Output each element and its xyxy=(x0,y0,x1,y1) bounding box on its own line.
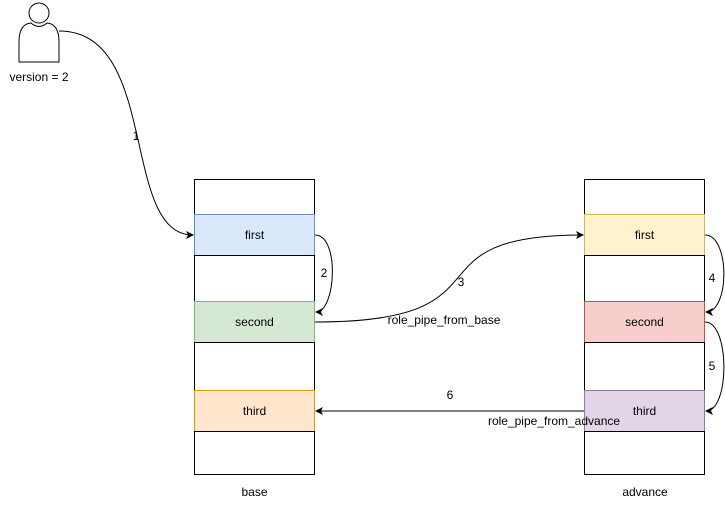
advance-slot-6 xyxy=(584,431,705,475)
edge-6-label: role_pipe_from_advance xyxy=(488,414,620,428)
advance-slot-first[interactable] xyxy=(584,214,705,256)
advance-column-title: advance xyxy=(622,485,668,499)
user-icon xyxy=(18,2,60,63)
base-second-label: second xyxy=(235,315,274,329)
edge-2-step: 2 xyxy=(321,266,328,280)
advance-column: first second third advance xyxy=(584,179,705,499)
advance-third-label: third xyxy=(633,404,656,418)
edge-3-arrow xyxy=(314,231,584,323)
advance-slot-4 xyxy=(584,342,705,391)
edge-1-step: 1 xyxy=(133,129,140,143)
base-column-title: base xyxy=(241,485,267,499)
advance-second-label: second xyxy=(625,315,664,329)
base-slot-first[interactable] xyxy=(194,214,315,256)
base-third-label: third xyxy=(243,404,266,418)
edge-4-arrow xyxy=(704,234,725,316)
base-slot-4 xyxy=(194,342,315,391)
advance-first-label: first xyxy=(635,228,655,242)
base-slot-2 xyxy=(194,255,315,302)
advance-slot-third[interactable] xyxy=(584,390,705,432)
edge-5-step: 5 xyxy=(709,359,716,373)
base-slot-0 xyxy=(194,179,315,221)
edge-6-step: 6 xyxy=(447,388,454,402)
base-column: first second third base xyxy=(194,179,315,499)
base-slot-third[interactable] xyxy=(194,390,315,432)
edge-3-label: role_pipe_from_base xyxy=(388,313,501,327)
base-first-label: first xyxy=(245,228,265,242)
edge-3-step: 3 xyxy=(458,275,465,289)
actor: version = 2 xyxy=(9,2,69,84)
edge-2-arrow xyxy=(314,234,333,316)
edge-4-step: 4 xyxy=(709,271,716,285)
base-slot-6 xyxy=(194,431,315,475)
actor-label: version = 2 xyxy=(9,70,68,84)
edge-5-arrow xyxy=(704,321,725,415)
edge-1-arrow xyxy=(58,30,194,239)
advance-slot-2 xyxy=(584,255,705,302)
base-slot-second[interactable] xyxy=(194,301,315,343)
